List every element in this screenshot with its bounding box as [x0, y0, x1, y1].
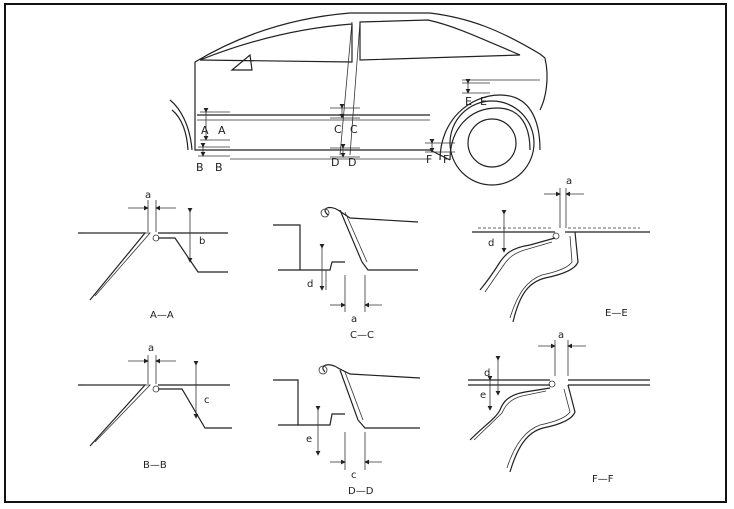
cc-dim-gap: a: [351, 314, 357, 325]
car-side-view: [169, 12, 548, 186]
section-cc: d a C—C: [273, 206, 419, 341]
cc-dim-height: d: [307, 279, 313, 290]
bb-dim-height: c: [204, 395, 210, 406]
ff-dim-height-2: e: [480, 390, 486, 401]
car-label-d2: D: [348, 156, 356, 169]
car-label-d1: D: [331, 156, 339, 169]
car-label-b1: B: [196, 161, 204, 174]
ee-caption: E—E: [605, 308, 628, 319]
car-label-a1: A: [201, 124, 209, 137]
ff-caption: F—F: [592, 474, 614, 485]
dd-dim-height: e: [306, 434, 312, 445]
diagram-frame: [4, 3, 727, 503]
car-label-c2: C: [350, 123, 358, 136]
section-ff: a d e F—F: [468, 330, 650, 485]
section-dd: e c D—D: [273, 364, 421, 497]
section-ee: a d E—E: [472, 176, 650, 323]
bb-dim-gap: a: [148, 343, 154, 354]
section-bb: a c B—B: [78, 343, 232, 471]
car-label-a2: A: [218, 124, 226, 137]
car-label-e1: E: [465, 95, 472, 108]
ff-dim-height-1: d: [484, 368, 490, 379]
car-labels: A A B B C C D D E E F F: [196, 95, 487, 174]
ee-dim-gap: a: [566, 176, 572, 187]
aa-dim-gap: a: [145, 190, 151, 201]
dd-caption: D—D: [348, 486, 374, 497]
aa-caption: A—A: [150, 310, 174, 321]
aa-dim-height: b: [199, 236, 205, 247]
car-label-f2: F: [443, 153, 449, 166]
dd-dim-gap: c: [351, 470, 357, 481]
car-label-b2: B: [215, 161, 223, 174]
ff-dim-gap: a: [558, 330, 564, 341]
ee-dim-height: d: [488, 238, 494, 249]
car-label-e2: E: [480, 95, 487, 108]
car-label-c1: C: [334, 123, 342, 136]
cc-caption: C—C: [350, 330, 374, 341]
car-label-f1: F: [426, 153, 432, 166]
section-aa: a b A—A: [78, 190, 228, 321]
bb-caption: B—B: [143, 460, 167, 471]
